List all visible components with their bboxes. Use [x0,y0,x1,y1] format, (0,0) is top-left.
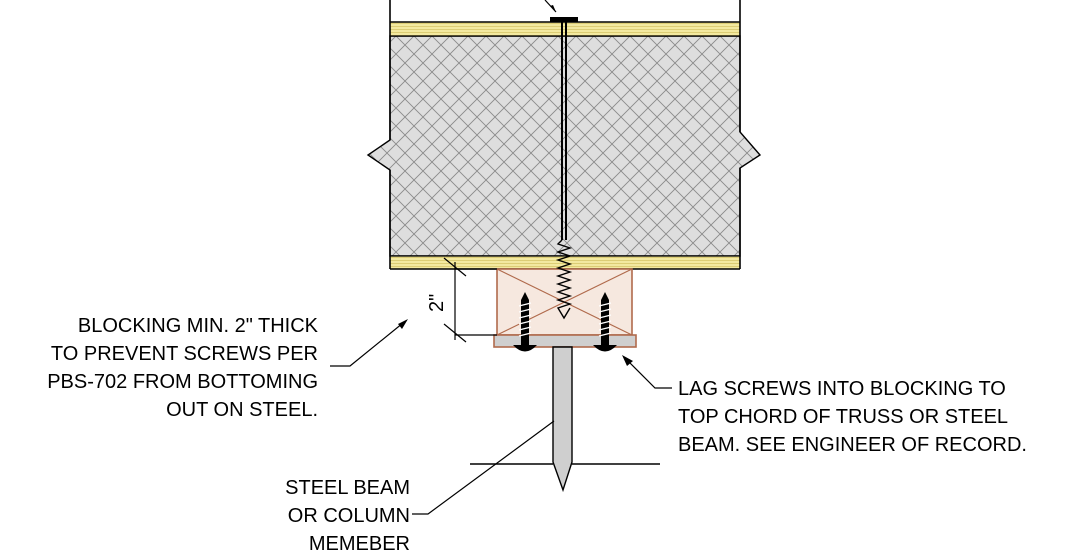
blocking-note-line-1: BLOCKING MIN. 2" THICK [78,315,319,337]
steel-beam-note: STEEL BEAM OR COLUMN MEMEBER [285,477,410,555]
panel-screw [550,17,578,320]
lag-screw-right [593,292,617,352]
lag-screw-note-line-2: TOP CHORD OF TRUSS OR STEEL [678,406,1008,428]
steel-beam-note-line-3: MEMEBER [309,533,410,555]
lag-screw-note-line-1: LAG SCREWS INTO BLOCKING TO [678,378,1006,400]
blocking-note-line-4: OUT ON STEEL. [166,399,318,421]
lag-screw-note-line-3: BEAM. SEE ENGINEER OF RECORD. [678,434,1027,456]
steel-beam-note-line-2: OR COLUMN [288,505,410,527]
blocking-thickness-dimension [443,257,497,343]
blocking-note-line-3: PBS-702 FROM BOTTOMING [47,371,318,393]
steel-beam-note-line-1: STEEL BEAM [285,477,410,499]
blocking-note-leader [330,322,404,367]
steel-beam-note-leader [412,420,555,515]
foam-core [366,35,762,257]
lag-screw-note: LAG SCREWS INTO BLOCKING TO TOP CHORD OF… [678,378,1027,456]
lag-screw-left [513,292,537,352]
steel-tee-member [470,334,660,493]
blocking-note: BLOCKING MIN. 2" THICK TO PREVENT SCREWS… [47,315,318,421]
dimension-label: 2" [426,294,448,312]
lag-screw-note-leader [625,358,672,389]
blocking-note-line-2: TO PREVENT SCREWS PER [51,343,318,365]
